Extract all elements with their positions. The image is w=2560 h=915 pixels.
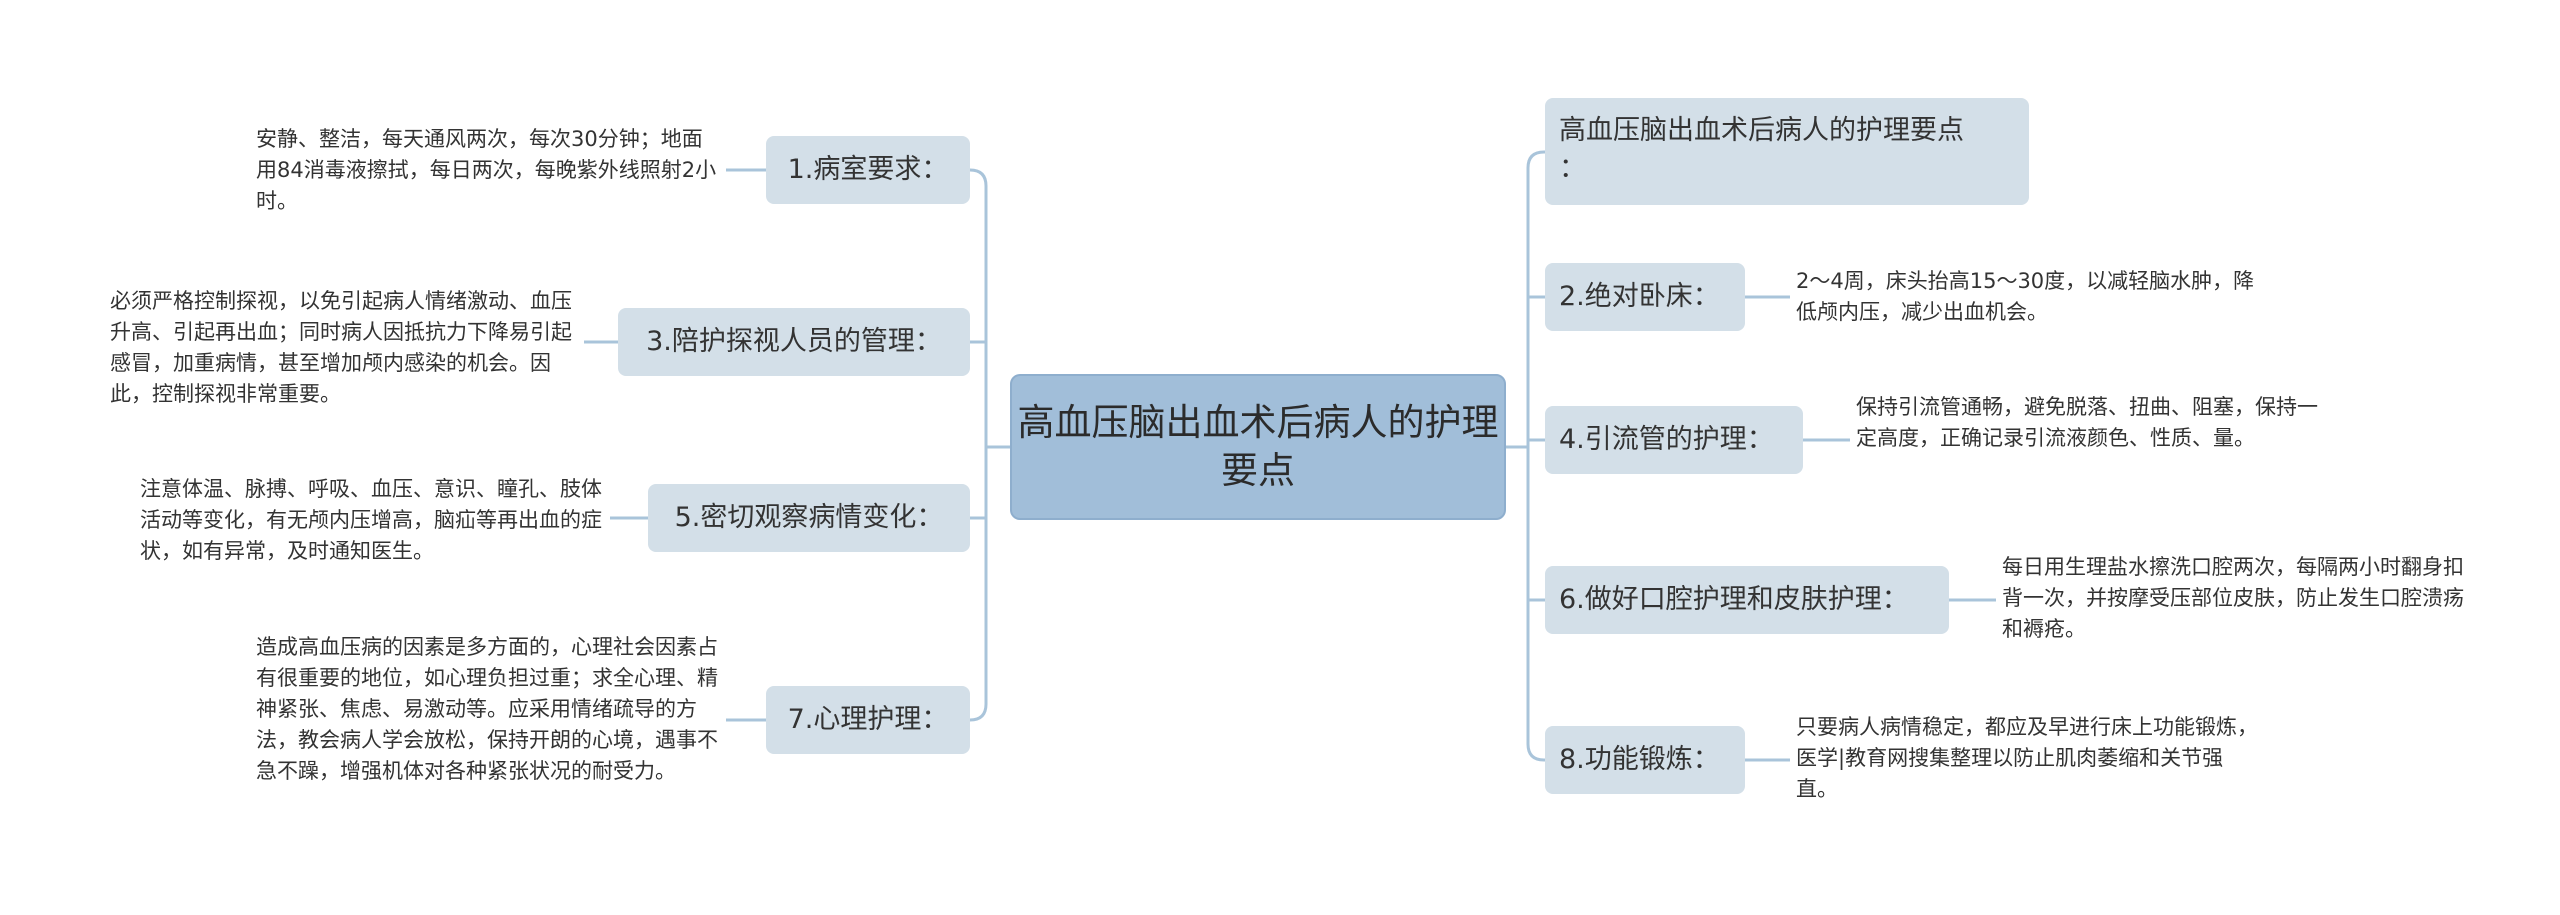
branch-oral-skin-care[interactable]: 6.做好口腔护理和皮肤护理： [1545,566,1949,634]
leaf-observe-condition: 注意体温、脉搏、呼吸、血压、意识、瞳孔、肢体活动等变化，有无颅内压增高，脑疝等再… [140,477,602,563]
leaf-functional-exercise: 只要病人病情稳定，都应及早进行床上功能锻炼，医学|教育网搜集整理以防止肌肉萎缩和… [1796,715,2258,801]
leaf-ward-requirements: 安静、整洁，每天通风两次，每次30分钟；地面用84消毒液擦拭，每日两次，每晚紫外… [256,127,717,213]
branch-drainage-tube[interactable]: 4.引流管的护理： [1545,406,1803,474]
branch-label: 8.功能锻炼： [1559,744,1720,775]
root-topic-label: 高血压脑出血术后病人的护理要点 [1017,401,1499,492]
connector-left-branch [969,703,988,722]
branch-ward-requirements[interactable]: 1.病室要求： [766,136,970,204]
connector-right-branch [1526,150,1545,169]
connector-right-branch [1526,743,1545,762]
connector-left-branch [969,168,988,187]
leaf-bed-rest: 2～4周，床头抬高15～30度，以减轻脑水肿，降低颅内压，减少出血机会。 [1796,269,2255,324]
branch-psychological-care[interactable]: 7.心理护理： [766,686,970,754]
branch-label: 5.密切观察病情变化： [674,502,944,533]
branch-label: 4.引流管的护理： [1559,424,1774,455]
leaf-visitor-management: 必须严格控制探视，以免引起病人情绪激动、血压升高、引起再出血；同时病人因抵抗力下… [110,289,572,406]
branch-functional-exercise[interactable]: 8.功能锻炼： [1545,726,1745,794]
branch-label: 2.绝对卧床： [1559,281,1720,312]
branch-label: 7.心理护理： [787,704,949,735]
root-topic[interactable]: 高血压脑出血术后病人的护理要点 [1010,374,1506,520]
branch-label: 1.病室要求： [787,154,949,185]
branch-label: 6.做好口腔护理和皮肤护理： [1559,584,1909,615]
branch-label: 高血压脑出血术后病人的护理要点 ： [1559,115,1964,184]
leaf-oral-skin-care: 每日用生理盐水擦洗口腔两次，每隔两小时翻身扣背一次，并按摩受压部位皮肤，防止发生… [2002,555,2464,641]
branch-label: 3.陪护探视人员的管理： [646,326,942,357]
leaf-drainage-tube: 保持引流管通畅，避免脱落、扭曲、阻塞，保持一定高度，正确记录引流液颜色、性质、量… [1856,395,2318,450]
branch-visitor-management[interactable]: 3.陪护探视人员的管理： [618,308,970,376]
branch-observe-condition[interactable]: 5.密切观察病情变化： [648,484,970,552]
leaf-psychological-care: 造成高血压病的因素是多方面的，心理社会因素占有很重要的地位，如心理负担过重；求全… [256,635,718,783]
branch-topic-title[interactable]: 高血压脑出血术后病人的护理要点 ： [1545,98,2029,205]
branch-bed-rest[interactable]: 2.绝对卧床： [1545,263,1745,331]
